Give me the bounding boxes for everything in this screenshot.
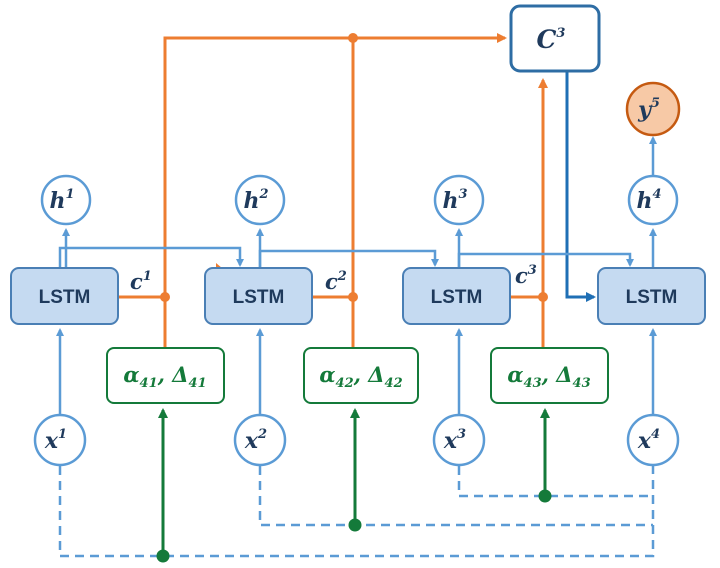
cell-state-labels: c1 c2 c3 <box>130 263 537 294</box>
output-y5: y5 <box>625 81 681 137</box>
svg-text:x3: x3 <box>443 427 466 454</box>
svg-text:h1: h1 <box>49 187 74 214</box>
lstm-cell-2: LSTM <box>204 267 313 325</box>
svg-text:α42, Δ42: α42, Δ42 <box>319 362 402 391</box>
orange-riser-1 <box>163 33 507 348</box>
hidden-state-h2: h2 <box>234 174 286 226</box>
svg-text:x1: x1 <box>44 427 67 454</box>
recurrent-link-1-2 <box>58 246 244 268</box>
svg-text:h2: h2 <box>243 187 268 214</box>
lstm-cell-4: LSTM <box>597 267 706 325</box>
hidden-states: h1 h2 h3 h4 <box>40 174 679 226</box>
hidden-state-h4: h4 <box>627 174 679 226</box>
green-junction-1 <box>156 549 170 563</box>
orange-junction-c3 <box>538 292 548 302</box>
input-x1: x1 <box>33 413 87 467</box>
lstm-cell-4-label: LSTM <box>626 287 678 308</box>
svg-text:x4: x4 <box>637 427 660 454</box>
hidden-state-h3: h3 <box>433 174 485 226</box>
input-x3: x3 <box>432 413 486 467</box>
lstm-cell-1: LSTM <box>10 267 119 325</box>
orange-junction-c2 <box>348 292 358 302</box>
dashed-link-x3-x4 <box>457 466 653 498</box>
hidden-state-h1: h1 <box>40 174 92 226</box>
svg-text:C3: C3 <box>537 25 566 54</box>
attention-box-43: α43, Δ43 <box>490 347 609 404</box>
recurrent-links <box>56 136 657 414</box>
lstm-cell-3-label: LSTM <box>431 287 483 308</box>
dashed-input-links <box>58 466 655 558</box>
context-to-lstm4-arrow <box>565 72 596 302</box>
orange-junction-top <box>348 33 358 43</box>
svg-text:α41, Δ41: α41, Δ41 <box>123 362 206 391</box>
attention-box-41: α41, Δ41 <box>106 347 225 404</box>
svg-text:α43, Δ43: α43, Δ43 <box>507 362 590 391</box>
green-junction-2 <box>348 518 362 532</box>
lstm-cell-2-label: LSTM <box>233 287 285 308</box>
cell-state-c3: c3 <box>515 263 537 288</box>
lstm-cell-3: LSTM <box>402 267 511 325</box>
context-c3: C3 <box>509 4 601 73</box>
svg-text:y5: y5 <box>637 96 660 123</box>
cell-state-c2: c2 <box>325 269 347 294</box>
input-x4: x4 <box>626 413 680 467</box>
green-attention-arrows <box>156 408 552 563</box>
svg-text:h4: h4 <box>636 187 661 214</box>
recurrent-link-2-3 <box>258 249 439 268</box>
attention-box-42: α42, Δ42 <box>303 347 419 404</box>
dashed-link-x1-x4 <box>58 466 655 558</box>
dashed-link-x2-x4 <box>258 466 653 527</box>
lstm-cells: LSTM LSTM LSTM LSTM <box>10 267 706 325</box>
green-junction-3 <box>538 489 552 503</box>
svg-text:h3: h3 <box>442 187 467 214</box>
attention-boxes: α41, Δ41 α42, Δ42 α43, Δ43 <box>106 347 609 404</box>
orange-junctions <box>160 33 548 302</box>
svg-text:x2: x2 <box>244 427 267 454</box>
orange-junction-c1 <box>160 292 170 302</box>
cell-state-c1: c1 <box>130 269 152 294</box>
inputs: x1 x2 x3 x4 <box>33 413 680 467</box>
input-x2: x2 <box>233 413 287 467</box>
lstm-cell-1-label: LSTM <box>39 287 91 308</box>
